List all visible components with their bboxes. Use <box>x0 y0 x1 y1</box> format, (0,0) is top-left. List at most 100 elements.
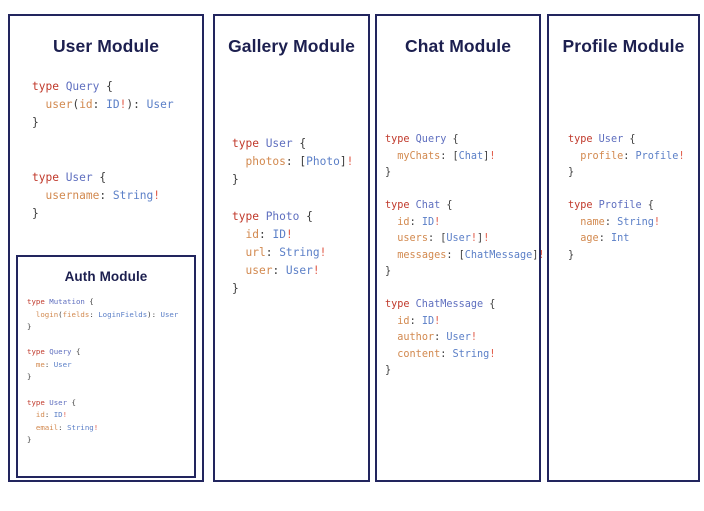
code-line: type User { <box>232 135 353 153</box>
code-line: type Photo { <box>232 208 353 226</box>
code-token: { <box>84 297 94 306</box>
code-line: login(fields: LoginFields): User <box>27 309 178 322</box>
code-line: type Query { <box>27 346 178 359</box>
code-line: photos: [Photo]! <box>232 153 353 171</box>
code-token: String <box>112 188 154 202</box>
code-token: ! <box>319 245 327 259</box>
code-token: : [ <box>446 249 465 261</box>
code-token: type <box>32 170 66 184</box>
code-token: User <box>53 359 72 369</box>
code-token: ! <box>62 410 68 420</box>
code-token: ID <box>421 315 435 327</box>
code-line <box>27 334 178 347</box>
code-line: email: String! <box>27 422 178 435</box>
code-token: ! <box>312 263 320 277</box>
code-token: : [ <box>427 233 447 245</box>
code-token <box>232 228 245 241</box>
code-token: id <box>79 98 93 112</box>
code-token: User <box>146 98 174 112</box>
code-token: type <box>232 137 266 150</box>
code-token: email <box>35 422 59 432</box>
code-token: { <box>292 137 307 150</box>
code-token: Photo <box>265 209 300 223</box>
code-token: ChatMessage <box>415 299 484 311</box>
code-line: users: [User!]! <box>385 231 545 248</box>
code-line <box>32 132 174 150</box>
code-line: } <box>385 363 545 380</box>
code-line: } <box>232 280 353 298</box>
code-token: ! <box>483 233 490 245</box>
code-token <box>232 155 245 168</box>
code-token: ! <box>470 233 478 245</box>
code-token: ! <box>346 155 354 169</box>
code-token: profile <box>580 150 624 162</box>
code-token: : <box>272 263 286 277</box>
code-token: { <box>67 397 76 407</box>
code-token: LoginFields <box>98 309 148 319</box>
code-token: type <box>568 200 599 212</box>
code-line: } <box>27 371 178 384</box>
panel-user-module[interactable]: User Module type Query { user(id: ID!): … <box>8 14 204 482</box>
code-token <box>568 233 580 244</box>
code-token: ! <box>153 188 161 202</box>
code-line: name: String! <box>568 215 685 232</box>
code-token: type <box>385 134 416 145</box>
code-line: profile: Profile! <box>568 149 684 166</box>
panel-profile-module[interactable]: Profile Module type User { profile: Prof… <box>547 14 700 482</box>
code-token: { <box>71 347 81 357</box>
code-token <box>385 233 397 244</box>
panel-chat-module[interactable]: Chat Module type Query { myChats: [Chat]… <box>375 14 545 482</box>
code-token <box>385 332 397 343</box>
code-token: Mutation <box>49 297 85 306</box>
code-line: user(id: ID!): User <box>32 96 174 114</box>
code-token: : [ <box>285 155 307 169</box>
code-token: User <box>265 137 293 150</box>
code-token: { <box>641 200 654 212</box>
code-token: login <box>35 309 59 319</box>
code-token: ID <box>421 216 435 228</box>
code-line: username: String! <box>32 187 174 205</box>
code-token: type <box>385 299 416 311</box>
code-line: type Profile { <box>568 198 685 215</box>
code-token: { <box>623 134 636 145</box>
code-token <box>385 151 397 162</box>
code-token: User <box>49 397 68 407</box>
code-line: type ChatMessage { <box>385 297 545 314</box>
code-token <box>27 423 36 432</box>
code-token: ): <box>126 98 147 112</box>
code-token: Int <box>610 233 630 245</box>
code-token: } <box>32 116 39 130</box>
code-line: type Mutation { <box>27 296 178 309</box>
code-line: content: String! <box>385 347 545 364</box>
code-token: author <box>397 332 435 344</box>
code-line <box>27 384 178 397</box>
panel-gallery-module[interactable]: Gallery Module type User { photos: [Phot… <box>213 14 370 482</box>
code-token <box>32 189 45 202</box>
code-token: : <box>99 188 113 202</box>
code-token: Chat <box>415 200 441 212</box>
code-token: type <box>27 397 50 407</box>
code-token: type <box>232 209 266 223</box>
code-token: messages <box>397 249 447 261</box>
code-token: user <box>45 98 73 112</box>
code-token: ! <box>434 315 441 327</box>
code-token: : <box>44 410 54 420</box>
code-token: ID <box>53 410 63 420</box>
code-token: ! <box>653 216 661 228</box>
panel-title-profile-module: Profile Module <box>562 36 685 56</box>
code-line <box>232 189 353 207</box>
code-line <box>385 182 545 199</box>
code-line: url: String! <box>232 244 353 262</box>
panel-auth-module[interactable]: Auth Module type Mutation { login(fields… <box>16 255 196 478</box>
panel-title-chat-module: Chat Module <box>404 36 512 56</box>
code-token: Profile <box>598 200 642 212</box>
code-line: } <box>32 114 174 132</box>
code-line: type User { <box>27 397 178 410</box>
code-token: url <box>245 245 266 259</box>
code-token: ID <box>272 227 286 241</box>
code-block-profile-module: type User { profile: Profile!} type Prof… <box>568 132 685 264</box>
code-line: author: User! <box>385 330 545 347</box>
code-token: : <box>44 359 54 369</box>
code-token: : <box>89 309 99 319</box>
